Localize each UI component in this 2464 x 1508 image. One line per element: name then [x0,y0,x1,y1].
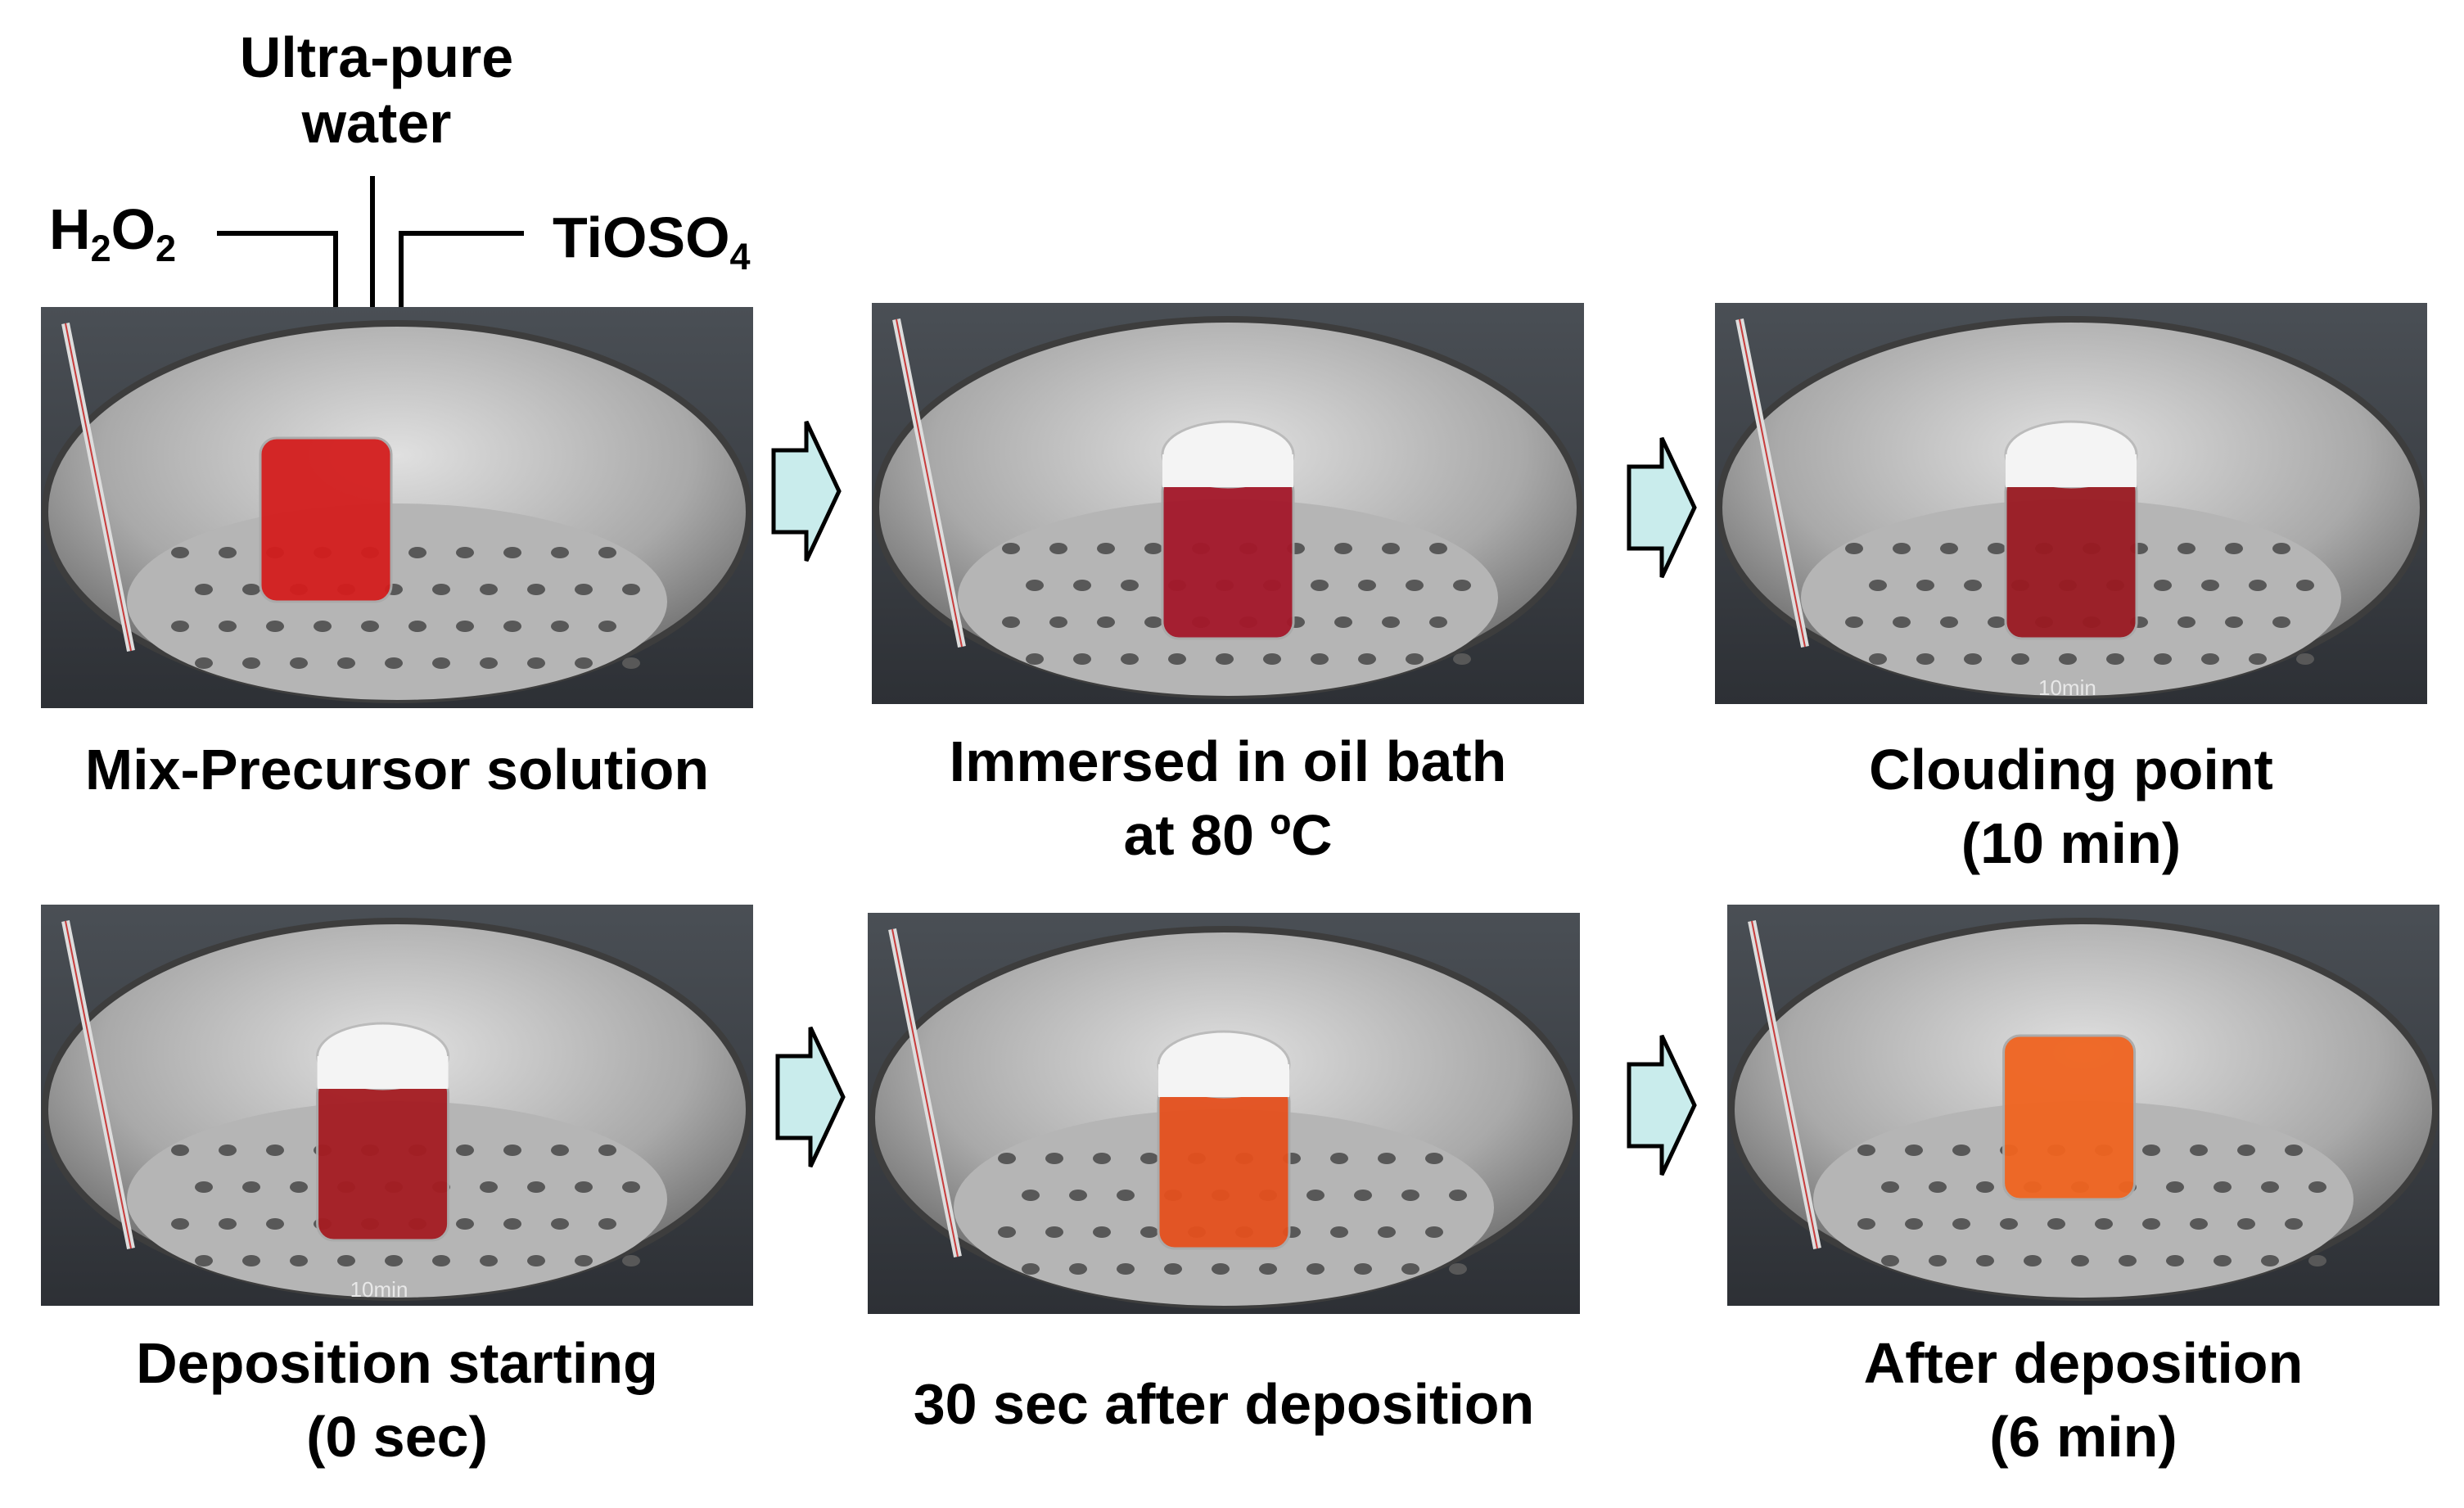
water-label-line2: water [301,91,452,155]
video-timestamp: 10min [2038,675,2096,700]
h2o2-label: H2O2 [49,197,177,269]
panel-caption-2: Immersed in oil bath at 80 ºC [872,725,1584,872]
panel-caption-6: After deposition (6 min) [1727,1326,2439,1474]
tioso4-label: TiOSO4 [553,205,751,278]
caption-line: (6 min) [1989,1405,2177,1469]
ultra-pure-water-label: Ultra-pure water [221,25,532,156]
water-label-line1: Ultra-pure [239,25,514,89]
photo-panel-4 [41,905,753,1306]
panel-caption-5: 30 sec after deposition [868,1367,1580,1441]
right-arrow-icon [774,1023,847,1171]
photo-panel-3 [1715,303,2427,704]
caption-line: After deposition [1863,1331,2304,1395]
panel-caption-3: Clouding point (10 min) [1715,733,2427,880]
caption-line: Mix-Precursor solution [84,738,710,801]
caption-line: Deposition starting [136,1331,658,1395]
caption-line: Clouding point [1869,738,2273,801]
photo-panel-6 [1727,905,2439,1306]
photo-panel-5 [868,913,1580,1314]
photo-panel-2 [872,303,1584,704]
caption-line: at 80 ºC [1123,803,1333,867]
right-arrow-icon [769,418,843,565]
caption-line: 30 sec after deposition [913,1372,1535,1436]
photo-panel-1 [41,307,753,708]
video-timestamp: 10min [350,1277,408,1302]
panel-caption-4: Deposition starting (0 sec) [41,1326,753,1474]
caption-line: (0 sec) [306,1405,488,1469]
caption-line: (10 min) [1961,811,2182,875]
caption-line: Immersed in oil bath [949,729,1507,793]
right-arrow-icon [1625,434,1699,581]
panel-caption-1: Mix-Precursor solution [41,733,753,806]
right-arrow-icon [1625,1032,1699,1179]
